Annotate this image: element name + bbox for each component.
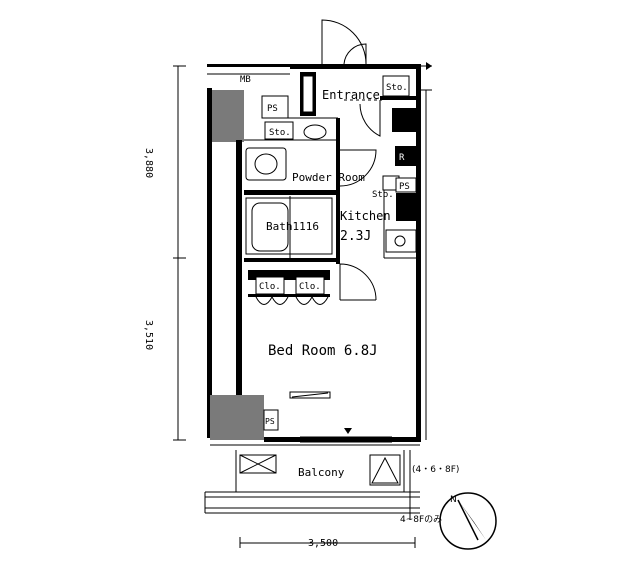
washbasin-fixture bbox=[245, 147, 287, 181]
floors-only-note: 4~8Fのみ bbox=[400, 514, 442, 525]
room-label-bath: Bath1116 bbox=[266, 220, 319, 233]
compass-icon bbox=[439, 492, 497, 550]
sto-kitchen-label: Sto. bbox=[372, 190, 394, 200]
room-label-bedroom: Bed Room 6.8J bbox=[268, 343, 378, 359]
shoe-box-label: Shoe Box bbox=[304, 78, 311, 106]
room-label-powder-room: Powder Room bbox=[292, 171, 365, 184]
sto-top-label: Sto. bbox=[269, 128, 291, 138]
interior-walls bbox=[244, 72, 417, 431]
room-label-balcony: Balcony bbox=[298, 466, 345, 479]
clo-left-label: Clo. bbox=[259, 282, 281, 292]
ps-top-label: PS bbox=[267, 104, 278, 114]
compass-north-label: N bbox=[450, 495, 457, 505]
balcony-area bbox=[204, 450, 420, 520]
interior-doors bbox=[255, 100, 381, 305]
dimension-lines bbox=[173, 65, 416, 548]
bathtub-fixture bbox=[245, 196, 333, 258]
room-label-kitchen: Kitchen bbox=[340, 209, 391, 223]
entrance-door bbox=[321, 19, 367, 65]
refrigerator-label: R bbox=[399, 153, 405, 163]
exterior-walls bbox=[207, 64, 432, 446]
ps-bottom-label: PS bbox=[265, 417, 275, 426]
sliding-window bbox=[300, 428, 392, 443]
floors-note: (4・6・8F) bbox=[412, 465, 459, 475]
ps-kitchen-label: PS bbox=[399, 182, 410, 192]
toilet-fixture bbox=[303, 124, 327, 140]
clo-right-label: Clo. bbox=[299, 282, 321, 292]
aircon-marker bbox=[289, 391, 331, 399]
room-label-entrance: Entrance bbox=[322, 88, 380, 102]
top-marks bbox=[420, 62, 432, 70]
room-label-kitchen-size: 2.3J bbox=[340, 229, 371, 244]
dimension-lower-height: 3,510 bbox=[143, 320, 154, 350]
dimension-width: 3,500 bbox=[308, 538, 338, 549]
sto-entrance-label: Sto. bbox=[386, 83, 408, 93]
mb-label: MB bbox=[240, 75, 251, 85]
dimension-upper-height: 3,880 bbox=[143, 148, 154, 178]
